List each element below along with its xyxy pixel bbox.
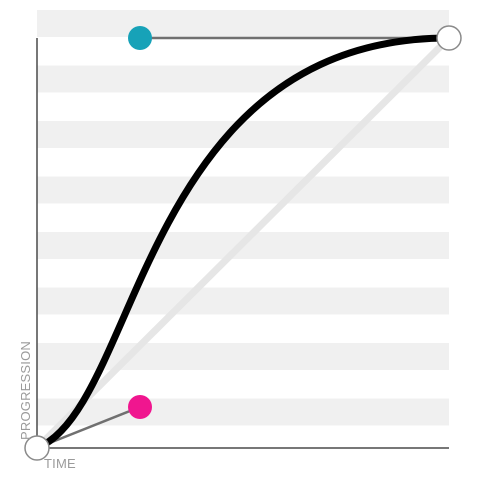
end-point-handle (436, 25, 462, 51)
background-stripe (37, 121, 449, 148)
background-stripe (37, 398, 449, 426)
x-axis-label: TIME (44, 456, 76, 471)
background-stripe (37, 176, 449, 204)
p1-control-handle[interactable] (128, 395, 152, 419)
linear-reference-line (33, 34, 453, 452)
start-point-handle (24, 435, 50, 461)
background-stripe (37, 10, 449, 37)
p2-control-handle[interactable] (128, 26, 152, 50)
y-axis-label: PROGRESSION (18, 341, 33, 440)
bezier-curve (33, 34, 453, 452)
background-stripes (37, 10, 449, 426)
background-stripe (37, 65, 449, 93)
background-stripe (37, 287, 449, 315)
